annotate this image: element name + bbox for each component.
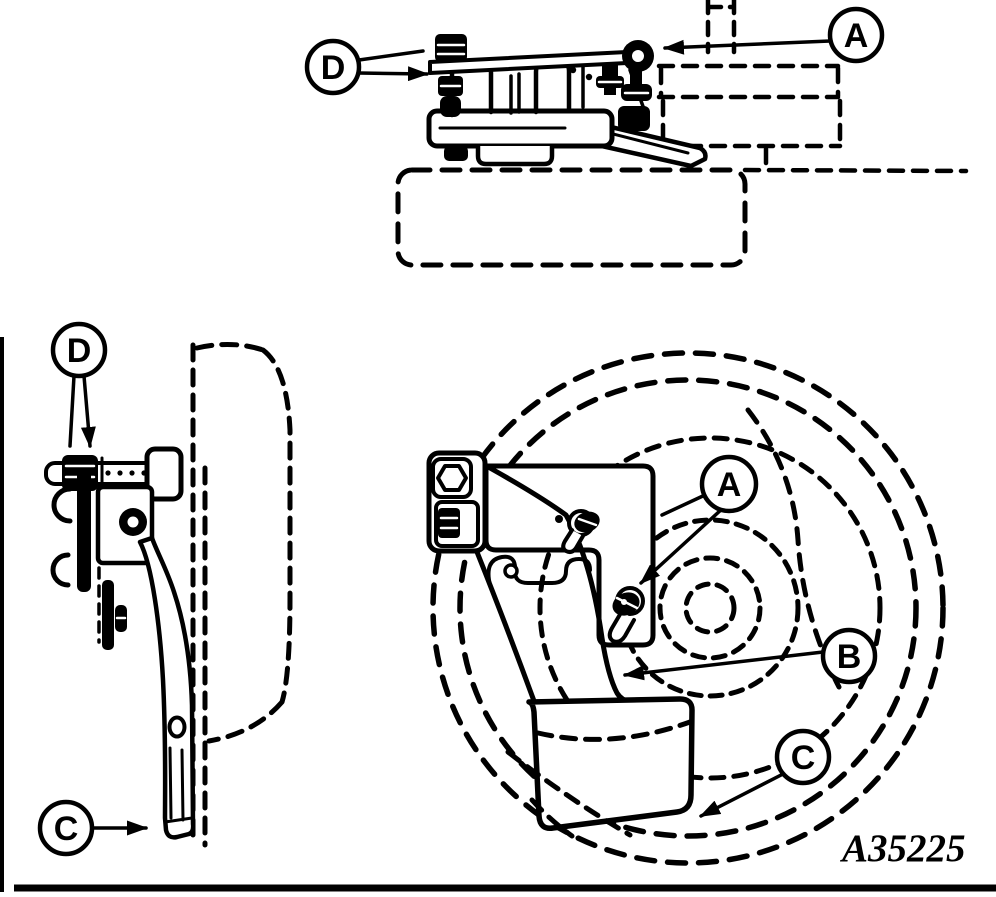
callout-circle-top-a: [827, 6, 885, 64]
rod-thread-dot: [129, 470, 135, 476]
bar-eye-hole: [632, 50, 644, 62]
leader-arrow-front-a: [641, 493, 724, 583]
dashed-hub-circle-outer: [537, 435, 883, 781]
pedal-lever-side: [137, 535, 196, 840]
lower-bolt-dot: [621, 599, 627, 605]
callout-letter-side-c: C: [54, 810, 79, 848]
lower-keyhole-tail: [607, 609, 636, 644]
dashed-hub-circle-inner: [657, 555, 763, 661]
callout-letter-top-a: A: [844, 17, 869, 55]
upper-keyhole-tail: [561, 528, 585, 554]
dashed-fender-arc: [745, 407, 842, 690]
leader-arrow-side-d: [68, 374, 90, 446]
callout-letter-front-a: A: [717, 466, 742, 504]
callout-letter-top-d: D: [321, 49, 346, 87]
callout-circle-top-d: [304, 38, 362, 96]
anchor-clip: [438, 508, 460, 538]
dashed-frame-outline: [656, 63, 969, 174]
pivot-bolt-hole: [127, 516, 139, 528]
top-view: D A: [304, 0, 969, 268]
hanger-strap: [77, 468, 91, 592]
callout-circle-front-a: [699, 454, 759, 514]
side-view: D C: [37, 321, 293, 857]
anchor-clip-slits: [439, 516, 459, 530]
spring-hook-eye: [503, 563, 519, 579]
pedal-arm-left-edge: [474, 549, 537, 704]
front-view: A B C: [426, 350, 946, 866]
upper-bolt-dot: [555, 515, 563, 523]
pedal-pad: [526, 696, 695, 831]
leader-arrow-top-d: [357, 49, 427, 74]
lever-detail-lines: [163, 746, 194, 824]
callout-circle-side-c: [37, 799, 95, 857]
adjust-nut-lower: [440, 96, 461, 117]
upper-bolt-slit: [577, 517, 598, 527]
dashed-platform-outline: [395, 167, 748, 268]
callout-letter-front-b: B: [837, 638, 862, 676]
callout-circle-side-d: [50, 321, 108, 379]
rod-thread-dot: [117, 470, 123, 476]
callout-circle-front-b: [820, 627, 878, 685]
leader-arrow-front-b: [623, 650, 825, 681]
figure-code: A35225: [839, 827, 966, 870]
adjust-bolt-head: [435, 34, 467, 62]
leader-arrow-front-c: [699, 771, 787, 818]
spring-hooks: [50, 486, 73, 588]
dashed-tire-outline: [430, 350, 946, 866]
rivet-dot-1: [569, 66, 577, 74]
center-posts: [509, 59, 647, 115]
rod-thread-dot: [105, 470, 111, 476]
rivet-dot-2: [585, 73, 593, 81]
dashed-arcs-over-pad: [505, 719, 693, 839]
base-end-bolt: [618, 106, 650, 131]
mid-bolt-shank: [602, 63, 618, 76]
eye-bolt-pin: [630, 64, 642, 86]
frame-rail-end: [144, 446, 184, 502]
base-tab: [475, 143, 555, 167]
callout-circle-front-c: [774, 728, 832, 786]
lower-strap: [102, 580, 114, 650]
base-foot: [444, 146, 468, 161]
lever-pivot-hole: [167, 715, 187, 739]
leader-arrow-top-a: [663, 39, 832, 55]
hex-bolt-head: [436, 464, 468, 492]
dashed-fender-side-outline: [190, 341, 293, 848]
dashed-hub-cap: [683, 581, 737, 635]
pedal-arm-right-edge: [487, 465, 634, 705]
mid-bolt-tip: [604, 88, 616, 95]
callout-letter-side-d: D: [67, 332, 92, 370]
spring-hook-wire: [486, 554, 592, 587]
callout-letter-front-c: C: [791, 739, 816, 777]
dashed-rim-outline: [457, 377, 919, 839]
